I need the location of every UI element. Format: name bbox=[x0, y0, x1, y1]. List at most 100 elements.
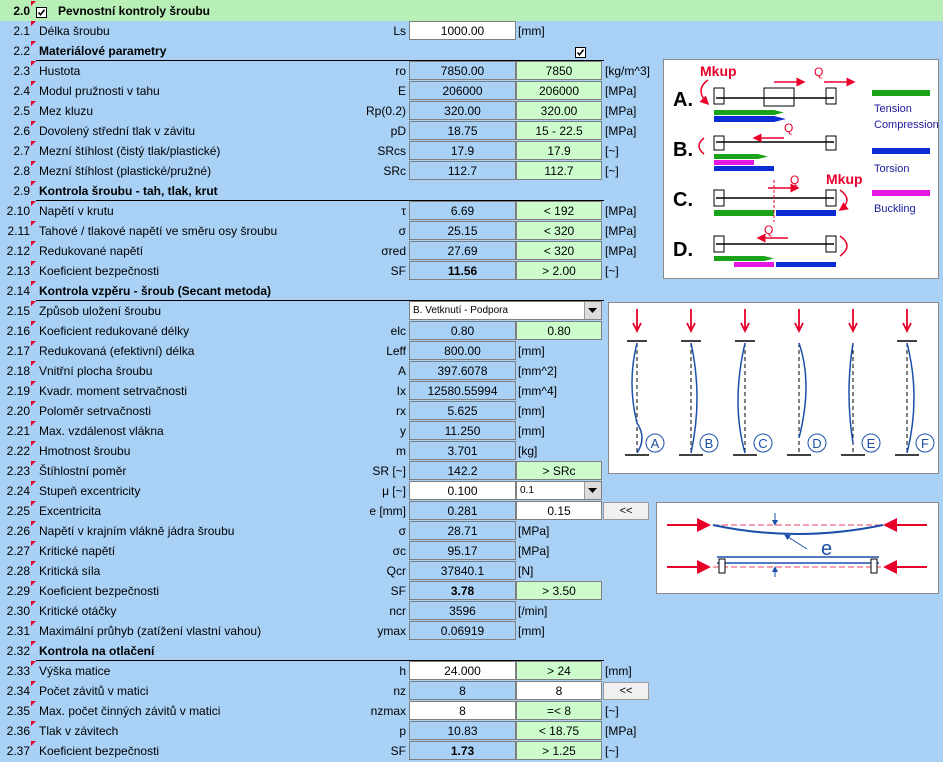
buckling-case-label: E bbox=[867, 436, 876, 451]
comment-marker bbox=[31, 201, 36, 206]
row-number: 2.8 bbox=[13, 164, 30, 178]
value-cell: 17.9 bbox=[409, 141, 516, 160]
limit-cell[interactable]: 0.15 bbox=[516, 501, 602, 520]
comment-marker bbox=[31, 261, 36, 266]
section-underline bbox=[36, 200, 604, 201]
dropdown-arrow[interactable] bbox=[584, 302, 601, 319]
value-cell: 12580.55994 bbox=[409, 381, 516, 400]
row-number: 2.37 bbox=[6, 744, 30, 758]
value-cell: 7850.00 bbox=[409, 61, 516, 80]
row-number: 2.10 bbox=[6, 204, 30, 218]
comment-marker bbox=[31, 241, 36, 246]
comment-marker bbox=[31, 721, 36, 726]
section-underline bbox=[36, 300, 604, 301]
row-unit: [mm] bbox=[518, 404, 545, 418]
row-symbol: SRcs bbox=[377, 144, 406, 158]
value-cell: 27.69 bbox=[409, 241, 516, 260]
row-symbol: e [mm] bbox=[369, 504, 406, 518]
row-number: 2.28 bbox=[6, 564, 30, 578]
comment-marker bbox=[31, 21, 36, 26]
row-unit: [mm^4] bbox=[518, 384, 557, 398]
comment-marker bbox=[31, 621, 36, 626]
header-number: 2.0 bbox=[13, 4, 30, 18]
row-number: 2.1 bbox=[13, 24, 30, 38]
value-cell[interactable]: 1000.00 bbox=[409, 21, 516, 40]
material-checkbox[interactable] bbox=[575, 45, 586, 59]
eccentricity-label: e bbox=[821, 538, 832, 560]
row-label: Počet závitů v matici bbox=[39, 684, 149, 698]
value-cell: 37840.1 bbox=[409, 561, 516, 580]
row-unit: [MPa] bbox=[518, 544, 550, 558]
row-symbol: SF bbox=[390, 264, 406, 278]
row-symbol: elc bbox=[390, 324, 406, 338]
limit-cell[interactable]: 8 bbox=[516, 681, 602, 700]
row-symbol: E bbox=[397, 84, 406, 98]
value-cell: 397.6078 bbox=[409, 361, 516, 380]
comment-marker bbox=[31, 461, 36, 466]
limit-cell: > SRc bbox=[516, 461, 602, 480]
row-unit: [MPa] bbox=[605, 104, 637, 118]
row-symbol: nzmax bbox=[370, 704, 406, 718]
support-type-dropdown[interactable]: B. Vetknutí - Podpora bbox=[409, 301, 602, 320]
row-label: Koeficient bezpečnosti bbox=[39, 744, 160, 758]
copy-eccentricity-button[interactable]: << bbox=[603, 502, 649, 520]
row-label: Délka šroubu bbox=[39, 24, 110, 38]
comment-marker bbox=[31, 661, 36, 666]
dropdown-arrow[interactable] bbox=[584, 482, 601, 499]
value-cell[interactable]: 0.100 bbox=[409, 481, 516, 500]
row-number: 2.18 bbox=[6, 364, 30, 378]
row-unit: [~] bbox=[605, 264, 619, 278]
row-unit: [kg] bbox=[518, 444, 538, 458]
value-cell: 112.7 bbox=[409, 161, 516, 180]
eccentricity-dropdown[interactable]: 0.1 bbox=[516, 481, 602, 500]
row-number: 2.24 bbox=[6, 484, 30, 498]
value-cell: 10.83 bbox=[409, 721, 516, 740]
comment-marker bbox=[31, 301, 36, 306]
row-label: Kritické otáčky bbox=[39, 604, 117, 618]
comment-marker bbox=[31, 161, 36, 166]
buckling-case-label: A bbox=[651, 436, 660, 451]
row-label: Max. vzdálenost vlákna bbox=[39, 424, 164, 438]
limit-cell: < 192 bbox=[516, 201, 602, 220]
limit-cell: > 2.00 bbox=[516, 261, 602, 280]
row-unit: [MPa] bbox=[605, 224, 637, 238]
row-symbol: pD bbox=[390, 124, 406, 138]
value-cell[interactable]: 24.000 bbox=[409, 661, 516, 680]
value-cell: 1.73 bbox=[409, 741, 516, 760]
value-cell: 28.71 bbox=[409, 521, 516, 540]
comment-marker bbox=[31, 341, 36, 346]
value-cell: 11.56 bbox=[409, 261, 516, 280]
row-number: 2.27 bbox=[6, 544, 30, 558]
row-unit: [MPa] bbox=[605, 204, 637, 218]
row-unit: [mm] bbox=[518, 344, 545, 358]
buckling-case-label: C bbox=[758, 436, 767, 451]
row-symbol: SR [~] bbox=[372, 464, 406, 478]
row-label: Tlak v závitech bbox=[39, 724, 119, 738]
header-bar bbox=[0, 0, 943, 21]
row-label: Mezní štíhlost (plastické/pružné) bbox=[39, 164, 212, 178]
value-cell[interactable]: 8 bbox=[409, 701, 516, 720]
buckling-case-label: F bbox=[921, 436, 929, 451]
limit-cell: < 320 bbox=[516, 241, 602, 260]
row-unit: [mm] bbox=[518, 424, 545, 438]
value-cell: 5.625 bbox=[409, 401, 516, 420]
limit-cell: 206000 bbox=[516, 81, 602, 100]
row-unit: [N] bbox=[518, 564, 534, 578]
header-checkbox[interactable] bbox=[36, 5, 47, 19]
copy-thread-count-button[interactable]: << bbox=[603, 682, 649, 700]
row-symbol: SF bbox=[390, 584, 406, 598]
case-label: D. bbox=[673, 239, 693, 261]
row-number: 2.6 bbox=[13, 124, 30, 138]
limit-cell: 7850 bbox=[516, 61, 602, 80]
row-number: 2.26 bbox=[6, 524, 30, 538]
row-label: Materiálové parametry bbox=[39, 44, 167, 58]
row-label: Kritické napětí bbox=[39, 544, 116, 558]
buckling-case: B bbox=[679, 309, 719, 456]
row-label: Kritická síla bbox=[39, 564, 101, 578]
